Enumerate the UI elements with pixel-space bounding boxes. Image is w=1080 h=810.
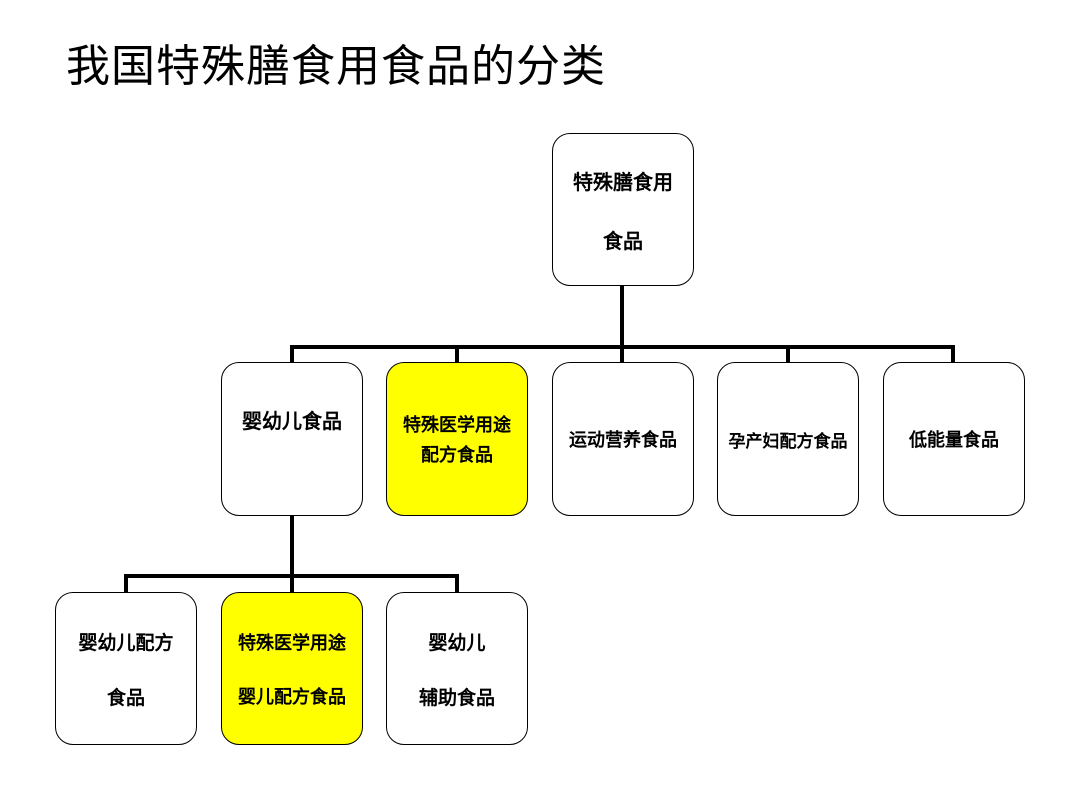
node-infant-food: 婴幼儿食品 [221,362,363,516]
node-maternal-formula-label: 孕产妇配方食品 [728,431,848,452]
node-infant-complementary-line1: 婴幼儿 [428,631,486,654]
node-root: 特殊膳食用 食品 [552,133,694,286]
node-infant-formula-line2: 食品 [106,686,145,709]
node-infant-complementary: 婴幼儿 辅助食品 [386,592,528,745]
node-root-line2: 食品 [603,228,643,253]
node-maternal-formula: 孕产妇配方食品 [717,362,859,516]
node-infant-medical-formula-line2: 婴儿配方食品 [238,686,346,708]
node-infant-formula: 婴幼儿配方 食品 [55,592,197,745]
node-medical-formula: 特殊医学用途 配方食品 [386,362,528,516]
node-infant-medical-formula-line1: 特殊医学用途 [238,632,346,654]
node-sports-nutrition-label: 运动营养食品 [569,430,677,451]
node-medical-formula-line2: 配方食品 [421,445,493,466]
page-title: 我国特殊膳食用食品的分类 [66,41,606,92]
node-sports-nutrition: 运动营养食品 [552,362,694,516]
node-low-energy: 低能量食品 [883,362,1025,516]
node-root-line1: 特殊膳食用 [573,169,673,194]
node-infant-food-label: 婴幼儿食品 [242,409,342,433]
node-infant-complementary-line2: 辅助食品 [418,686,495,709]
node-infant-medical-formula: 特殊医学用途 婴儿配方食品 [221,592,363,745]
node-low-energy-label: 低能量食品 [909,430,999,451]
node-infant-formula-line1: 婴幼儿配方 [78,631,174,654]
node-medical-formula-line1: 特殊医学用途 [403,415,511,436]
